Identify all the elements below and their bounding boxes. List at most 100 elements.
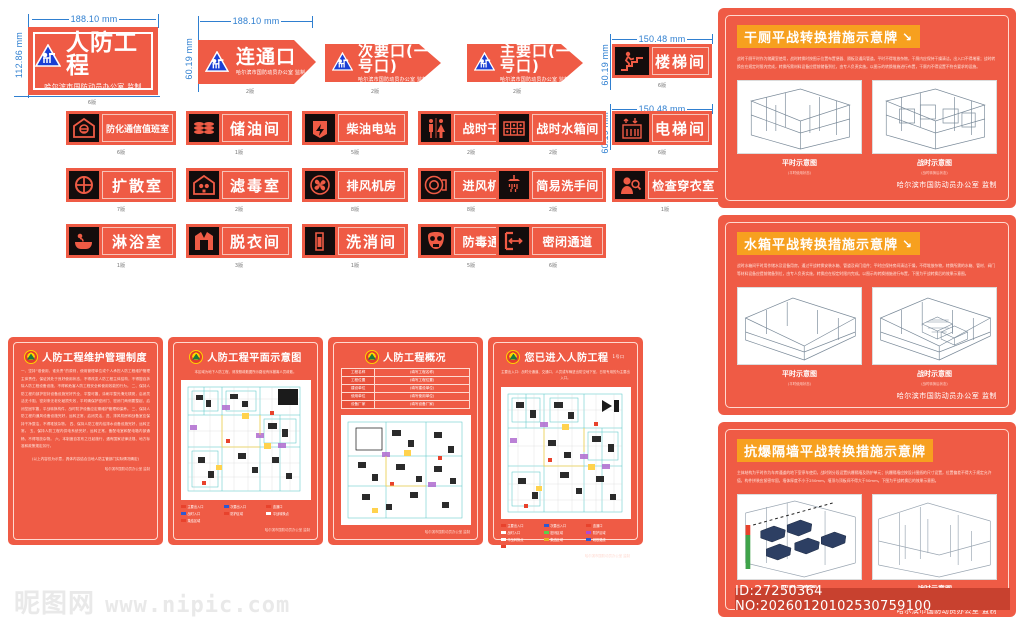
room-sign-linyu[interactable]: 淋浴室 (66, 224, 176, 258)
figure-caption: 平时示意图 (平时使用状态) (782, 369, 817, 386)
panel-description: 主体结构为平时作为车库通道的地下室停车使用，战时则分段设置抗爆隔墙及防护单元；抗… (737, 470, 992, 484)
table-row: 建设单位(填写建设单位) (340, 384, 470, 393)
gas-mask-icon (421, 227, 451, 255)
room-sign-mibi[interactable]: 密闭通道 (496, 224, 606, 258)
arrow-down-right-icon: ↘ (902, 236, 914, 251)
room-sign-tuoyi[interactable]: 脱衣间 (186, 224, 292, 258)
figure-row (737, 79, 997, 154)
room-sign-fanghua[interactable]: 防化通信值班室 (66, 111, 176, 145)
arrow-sign-title: 主要口(一号口) (500, 41, 572, 75)
room-sign-xishoujian[interactable]: 简易洗手间 (496, 168, 606, 202)
room-sign-caption: 1版 (660, 207, 670, 213)
arrow-down-right-icon: ↘ (902, 29, 914, 44)
entrance-legend: 主要出入口 次要出入口 连通口 战时入口 密闭区域 防护区域 平战转换点 集结区… (501, 523, 630, 549)
legend-item: 平战转换点 (501, 537, 540, 542)
room-sign-dianti[interactable]: 电梯间 (612, 111, 712, 145)
legend-item: 主要出入口 (501, 523, 540, 528)
board-body: 一、坚持“谁使用、谁负责”的原则，使用管理单位或个人承担人防工程维护管理主体责任… (21, 369, 150, 449)
board-title: 人防工程维护管理制度 (42, 353, 147, 364)
dimension-room-width-label: 150.48 mm (638, 34, 686, 44)
legend-item: 战时入口 (181, 511, 220, 516)
dimension-main-height: 112.86 mm (14, 32, 24, 94)
water-tank-icon (499, 114, 529, 142)
arrow-sign-ciyaokou[interactable]: 次要口(一号口) 哈尔滨市国防动员办公室 监制 (325, 43, 441, 83)
room-sign-label: 洗消间 (338, 227, 405, 255)
board-issuer: 哈尔滨市国防动员办公室 监制 (424, 530, 470, 534)
legend-item: 防护区域 (223, 511, 263, 516)
room-sign-caption: 2版 (548, 207, 558, 213)
room-sign-label: 防化通信值班室 (102, 114, 173, 142)
dimension-room-width: 150.48 mm (612, 34, 713, 44)
panel-title: 抗爆隔墙平战转换措施示意牌 (744, 445, 927, 460)
room-sign-shuixiang[interactable]: 战时水箱间 (496, 111, 606, 145)
room-sign-paifeng[interactable]: 排风机房 (302, 168, 408, 202)
arrow-sign-title: 连通口 (236, 46, 297, 68)
legend-item: 次要出入口 (223, 504, 263, 509)
washing-icon (305, 227, 335, 255)
dimension-arrow-height: 60.19 mm (184, 38, 194, 90)
room-sign-caption: 8版 (466, 207, 476, 213)
floorplan-legend: 主要出入口 次要出入口 连通口 战时入口 防护区域 平战转换点 集结区域 (181, 504, 310, 523)
room-sign-label: 滤毒室 (222, 171, 289, 199)
figure-wartime (872, 286, 997, 365)
board-title-row: 您已进入人防工程 1号口 (501, 349, 630, 364)
room-sign-ludu[interactable]: 滤毒室 (186, 168, 292, 202)
arrow-sign-issuer: 哈尔滨市国防动员办公室 监制 (236, 70, 306, 76)
civil-defense-triangle-icon (35, 43, 61, 67)
dimension-arrow-width-label: 188.10 mm (232, 16, 280, 26)
room-sign-chuyou[interactable]: 储油间 (186, 111, 292, 145)
legend-item: 集结区域 (181, 518, 220, 523)
figure-wartime (872, 79, 997, 154)
figure-peacetime (737, 286, 862, 365)
arrow-sign-zhuyaokou[interactable]: 主要口(一号口) 哈尔滨市国防动员办公室 监制 (467, 41, 583, 83)
main-sign-title: 人防工程 (66, 30, 138, 79)
board-title-row: 人防工程概况 (341, 349, 470, 364)
board-maintenance[interactable]: 人防工程维护管理制度 一、坚持“谁使用、谁负责”的原则，使用管理单位或个人承担人… (8, 337, 163, 545)
legend-item: 主要出入口 (181, 504, 220, 509)
room-sign-label: 电梯间 (652, 114, 709, 142)
room-sign-label: 扩散室 (102, 171, 173, 199)
board-issuer: 哈尔滨市国防动员办公室 监制 (264, 528, 310, 533)
main-sign-renfang-gongcheng[interactable]: 人防工程 哈尔滨市国防动员办公室 监制 (28, 27, 158, 95)
arrow-sign-issuer: 哈尔滨市国防动员办公室 监制 (500, 76, 570, 83)
panel-dry-toilet[interactable]: 干厕平战转换措施示意牌 ↘ 战时干厕平时作为储藏室使用，战时转换时按图示位置布置… (718, 8, 1016, 208)
legend-item: 密闭区域 (543, 530, 583, 535)
panel-title-badge: 抗爆隔墙平战转换措施示意牌 (737, 439, 934, 462)
room-sign-kuosan[interactable]: 扩散室 (66, 168, 176, 202)
diffusion-icon (69, 171, 99, 199)
arrow-sign-issuer: 哈尔滨市国防动员办公室 监制 (358, 76, 428, 83)
room-sign-jiancha[interactable]: 检查穿衣室 (612, 168, 722, 202)
panel-title-badge: 水箱平战转换措施示意牌 ↘ (737, 232, 921, 255)
room-sign-caption: 6版 (116, 150, 126, 156)
legend-item: 连通口 (586, 523, 625, 528)
room-sign-chaiyou[interactable]: 柴油电站 (302, 111, 408, 145)
board-overview[interactable]: 人防工程概况 工程名称(填写工程名称) 工程位置(填写工程位置) 建设单位(填写… (328, 337, 483, 545)
panel-water-tank[interactable]: 水箱平战转换措施示意牌 ↘ 战时水箱间平时用作储水及设备用房，通过平战转换安装水… (718, 215, 1016, 415)
figure-row (737, 286, 997, 365)
room-sign-louti[interactable]: 楼梯间 (612, 44, 712, 78)
table-row: 工程位置(填写工程位置) (340, 376, 470, 385)
room-sign-caption: 8版 (350, 207, 360, 213)
panel-description: 战时干厕平时作为储藏室使用，战时转换时按图示位置布置便器、隔板及通风管道。平时不… (737, 56, 996, 70)
room-sign-xixiao[interactable]: 洗消间 (302, 224, 408, 258)
dimension-room-width-2-label: 150.48 mm (638, 104, 686, 114)
arrow-sign-caption: 2版 (512, 89, 522, 95)
board-title-suffix: 1号口 (612, 353, 625, 359)
legend-item: 集结区域 (543, 537, 583, 542)
board-title: 人防工程平面示意图 (207, 353, 302, 364)
board-floorplan[interactable]: 人防工程平面示意图 本区域为地下人防工程，请按照疏散图所示路径有序撤离人员疏散。 (168, 337, 323, 545)
panel-blast-wall[interactable]: 抗爆隔墙平战转换措施示意牌 主体结构为平时作为车库通道的地下室停车使用，战时则分… (718, 422, 1016, 617)
board-entrance[interactable]: 您已进入人防工程 1号口 主要出入口：战时分通道、交通口、人员或车辆进出防空地下… (488, 337, 643, 558)
overview-drawing (341, 415, 471, 525)
figure-peacetime (737, 79, 862, 154)
room-sign-label: 检查穿衣室 (648, 171, 719, 199)
board-note: 主要出入口：战时分通道、交通口、人员或车辆进出防空地下室，日常专用的为主要出入口… (501, 370, 630, 381)
legend-item: 战时入口 (501, 530, 540, 535)
legend-item: 次要出入口 (543, 523, 583, 528)
inspection-icon (615, 171, 645, 199)
figure-captions: 平时示意图 (平时使用状态) 战时示意图 (战时转换后状态) (737, 158, 997, 175)
table-row: 工程名称(填写工程名称) (340, 368, 470, 377)
overview-table: 工程名称(填写工程名称) 工程位置(填写工程位置) 建设单位(填写建设单位) 使… (340, 368, 470, 409)
arrow-sign-liantongkou[interactable]: 连通口 哈尔滨市国防动员办公室 监制 (198, 40, 316, 84)
panel-issuer: 哈尔滨市国防动员办公室 监制 (896, 180, 997, 189)
